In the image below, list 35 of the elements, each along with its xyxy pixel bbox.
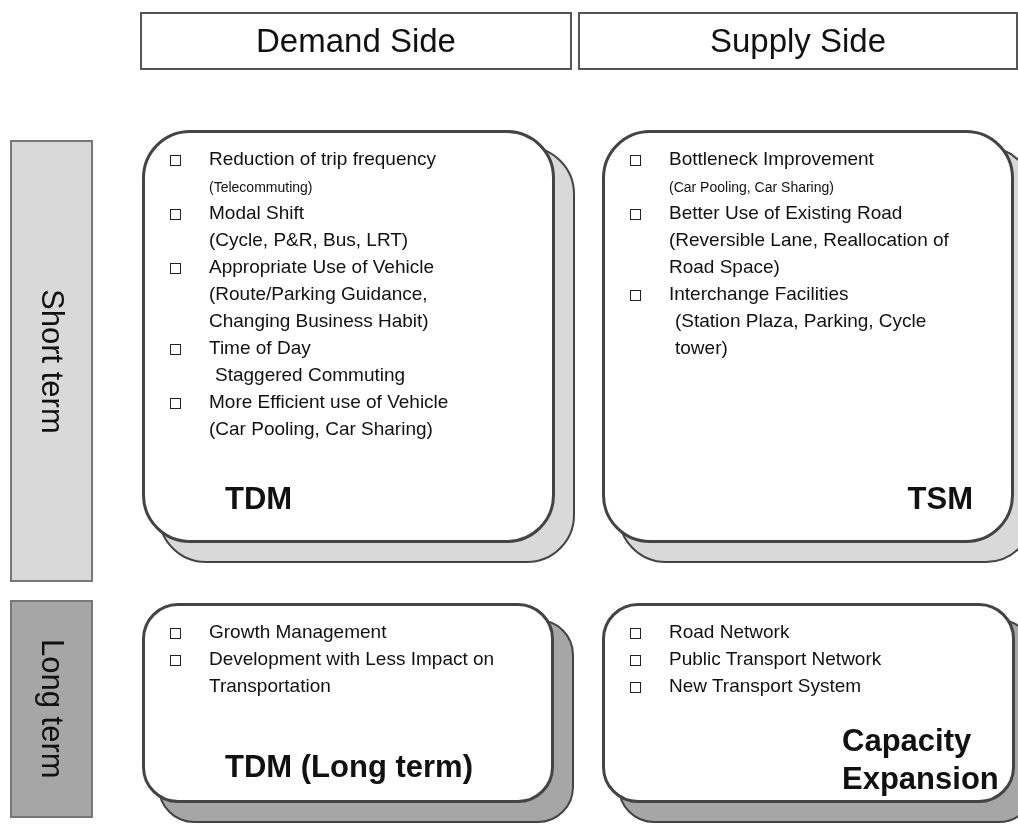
bullet-text: Interchange Facilities: [669, 283, 849, 304]
card-title: TDM: [225, 480, 293, 518]
bullet-text: Time of Day: [209, 337, 311, 358]
bullet-text: New Transport System: [669, 675, 862, 696]
note-text: (Car Pooling, Car Sharing): [209, 417, 433, 441]
row-header: [10, 140, 93, 582]
note-text: (Telecommuting): [209, 178, 313, 197]
rounded-card: [602, 130, 1014, 543]
bullet-text: Bottleneck Improvement: [669, 148, 874, 169]
bullet-text: Appropriate Use of Vehicle: [209, 256, 434, 277]
note-text: (Reversible Lane, Reallocation of Road Space): [669, 228, 950, 279]
column-header: Demand Side: [140, 12, 572, 70]
row-label: Short term: [33, 288, 70, 434]
card-title: TSM: [907, 480, 973, 518]
bullet-text: Road Network: [669, 621, 790, 642]
bullet-text: Public Transport Network: [669, 648, 882, 669]
bullet-text: More Efficient use of Vehicle: [209, 391, 449, 412]
card-title: TDM (Long term): [225, 748, 473, 786]
note-text: (Route/Parking Guidance, Changing Business Habit): [209, 282, 430, 333]
note-text: Staggered Commuting: [214, 363, 406, 387]
bullet-text: Reduction of trip frequency: [209, 148, 437, 169]
note-text: (Car Pooling, Car Sharing): [669, 178, 834, 197]
note-text: (Cycle, P&R, Bus, LRT): [209, 228, 409, 252]
row-label: Long term: [33, 639, 70, 779]
card-title: Capacity Expansion: [842, 722, 1000, 798]
rounded-card: [142, 603, 554, 803]
rounded-card: [602, 603, 1015, 803]
rounded-card: [142, 130, 555, 543]
bullet-text: Modal Shift: [209, 202, 305, 223]
bullet-text: Growth Management: [209, 620, 387, 644]
note-text: (Station Plaza, Parking, Cycle tower): [674, 309, 928, 360]
column-header: Supply Side: [578, 12, 1018, 70]
row-header: [10, 600, 93, 818]
bullet-text: Better Use of Existing Road: [669, 202, 903, 223]
bullet-text: Development with Less Impact on Transportation: [209, 647, 496, 698]
